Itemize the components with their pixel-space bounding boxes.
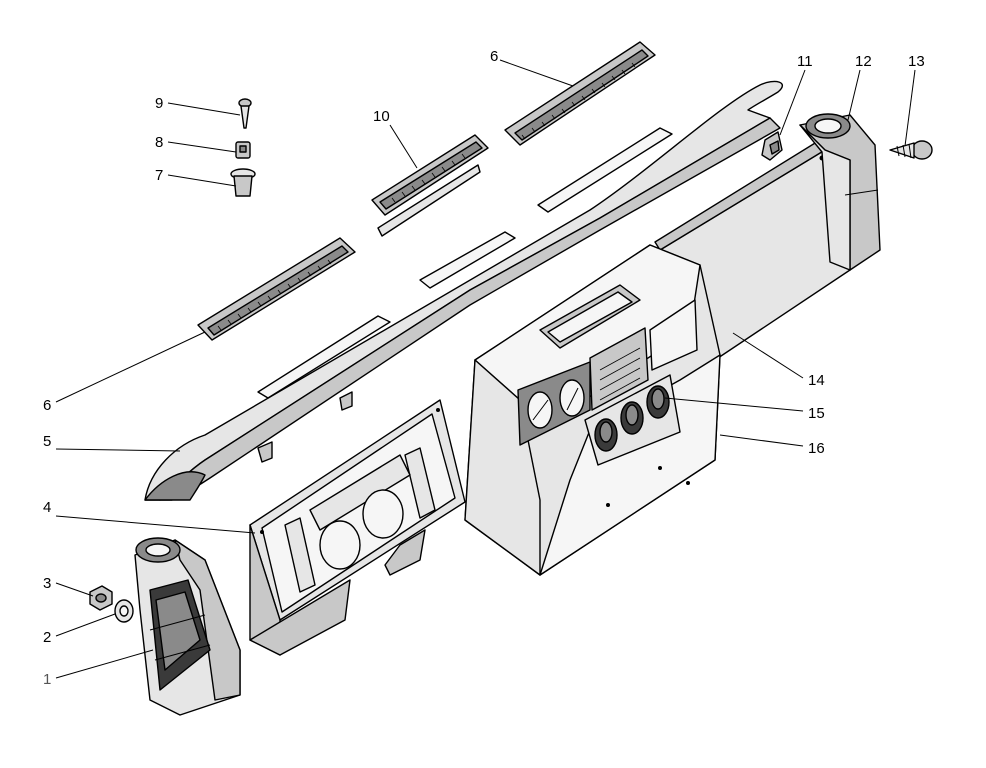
part-10-center-vent-grille bbox=[371, 134, 489, 237]
part-9-screw bbox=[238, 98, 252, 129]
callout-labels: 1 2 3 4 5 6 6 7 8 9 10 11 12 13 14 15 16 bbox=[43, 48, 925, 688]
part-15-round-vents bbox=[584, 374, 681, 466]
part-13-screw bbox=[889, 140, 933, 160]
part-11-clip bbox=[761, 131, 783, 161]
callout-8: 8 bbox=[155, 134, 163, 151]
part-2-washer bbox=[114, 599, 134, 623]
callout-11: 11 bbox=[797, 53, 813, 70]
part-7-bushing bbox=[230, 168, 256, 197]
part-5-dashboard-top-pad bbox=[144, 80, 784, 501]
callout-9: 9 bbox=[155, 95, 163, 112]
callout-12: 12 bbox=[855, 53, 872, 70]
callout-1: 1 bbox=[43, 671, 51, 688]
callout-7: 7 bbox=[155, 167, 163, 184]
part-4-instrument-cluster-panel bbox=[249, 399, 466, 656]
callout-5: 5 bbox=[43, 433, 51, 450]
callout-15: 15 bbox=[808, 405, 825, 422]
part-3-nut bbox=[89, 585, 113, 611]
callout-2: 2 bbox=[43, 629, 51, 646]
callout-14: 14 bbox=[808, 372, 825, 389]
callout-6-lower: 6 bbox=[43, 397, 51, 414]
callout-10: 10 bbox=[373, 108, 390, 125]
callout-16: 16 bbox=[808, 440, 825, 457]
part-6-lower-vent-grille bbox=[197, 237, 356, 341]
part-8-nut bbox=[235, 141, 251, 159]
callout-6-upper: 6 bbox=[490, 48, 498, 65]
part-16-center-console bbox=[464, 244, 721, 576]
callout-4: 4 bbox=[43, 499, 51, 516]
callout-13: 13 bbox=[908, 53, 925, 70]
part-12-right-end-cap bbox=[799, 113, 881, 271]
leader-lines bbox=[55, 59, 916, 679]
part-1-left-vent-housing bbox=[134, 537, 241, 716]
part-6-upper-vent-grille bbox=[504, 41, 656, 146]
callout-3: 3 bbox=[43, 575, 51, 592]
